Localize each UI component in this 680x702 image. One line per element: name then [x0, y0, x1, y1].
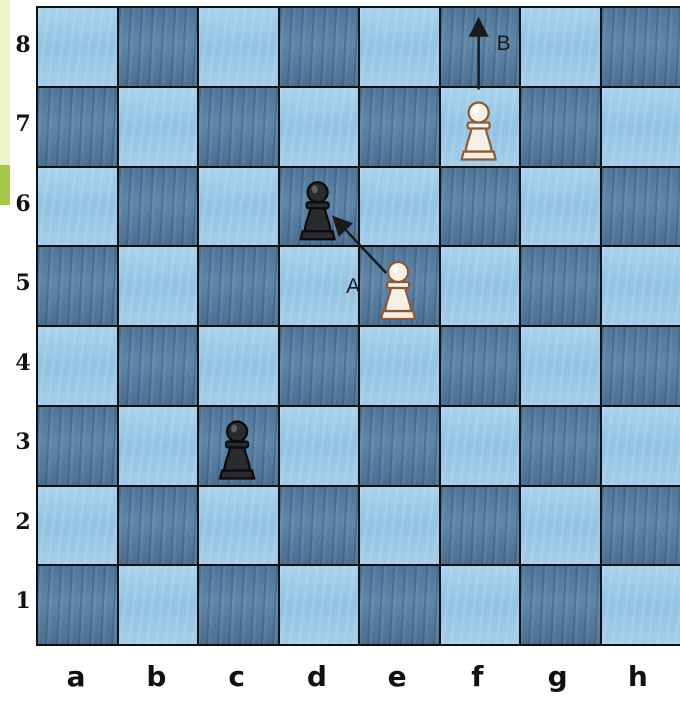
square-c8[interactable] — [199, 8, 278, 86]
square-b4[interactable] — [119, 327, 198, 405]
square-c3[interactable] — [199, 407, 278, 485]
square-c7[interactable] — [199, 88, 278, 166]
margin-accent-green — [0, 165, 10, 205]
square-h2[interactable] — [602, 487, 680, 565]
rank-label-6: 6 — [12, 191, 34, 217]
square-b8[interactable] — [119, 8, 198, 86]
square-d1[interactable] — [280, 566, 359, 644]
square-e5[interactable] — [360, 247, 439, 325]
square-h7[interactable] — [602, 88, 680, 166]
square-c4[interactable] — [199, 327, 278, 405]
square-b2[interactable] — [119, 487, 198, 565]
square-e4[interactable] — [360, 327, 439, 405]
file-label-g: g — [538, 660, 578, 693]
square-b3[interactable] — [119, 407, 198, 485]
square-a2[interactable] — [38, 487, 117, 565]
rank-label-7: 7 — [12, 111, 34, 137]
square-g3[interactable] — [521, 407, 600, 485]
square-e6[interactable] — [360, 168, 439, 246]
square-a8[interactable] — [38, 8, 117, 86]
square-g8[interactable] — [521, 8, 600, 86]
square-a7[interactable] — [38, 88, 117, 166]
square-c5[interactable] — [199, 247, 278, 325]
square-f8[interactable] — [441, 8, 520, 86]
rank-label-1: 1 — [12, 588, 34, 614]
square-f5[interactable] — [441, 247, 520, 325]
square-e8[interactable] — [360, 8, 439, 86]
square-f4[interactable] — [441, 327, 520, 405]
square-d7[interactable] — [280, 88, 359, 166]
square-b7[interactable] — [119, 88, 198, 166]
file-label-f: f — [457, 660, 497, 693]
square-b5[interactable] — [119, 247, 198, 325]
square-e3[interactable] — [360, 407, 439, 485]
square-g6[interactable] — [521, 168, 600, 246]
square-h4[interactable] — [602, 327, 680, 405]
file-label-c: c — [217, 660, 257, 693]
square-f6[interactable] — [441, 168, 520, 246]
margin-accent-light — [0, 0, 10, 165]
square-a5[interactable] — [38, 247, 117, 325]
square-e2[interactable] — [360, 487, 439, 565]
square-a4[interactable] — [38, 327, 117, 405]
square-a6[interactable] — [38, 168, 117, 246]
square-c2[interactable] — [199, 487, 278, 565]
square-g4[interactable] — [521, 327, 600, 405]
square-e7[interactable] — [360, 88, 439, 166]
file-label-a: a — [56, 660, 96, 693]
square-a3[interactable] — [38, 407, 117, 485]
square-d5[interactable] — [280, 247, 359, 325]
square-d3[interactable] — [280, 407, 359, 485]
square-h8[interactable] — [602, 8, 680, 86]
rank-label-5: 5 — [12, 270, 34, 296]
square-h1[interactable] — [602, 566, 680, 644]
square-f3[interactable] — [441, 407, 520, 485]
square-c1[interactable] — [199, 566, 278, 644]
square-d4[interactable] — [280, 327, 359, 405]
rank-label-4: 4 — [12, 350, 34, 376]
square-g5[interactable] — [521, 247, 600, 325]
square-h5[interactable] — [602, 247, 680, 325]
square-g7[interactable] — [521, 88, 600, 166]
board-grid — [38, 8, 680, 644]
file-label-e: e — [377, 660, 417, 693]
square-d8[interactable] — [280, 8, 359, 86]
square-g1[interactable] — [521, 566, 600, 644]
square-a1[interactable] — [38, 566, 117, 644]
square-b1[interactable] — [119, 566, 198, 644]
file-label-h: h — [618, 660, 658, 693]
square-h3[interactable] — [602, 407, 680, 485]
rank-label-2: 2 — [12, 509, 34, 535]
rank-label-8: 8 — [12, 32, 34, 58]
file-label-d: d — [297, 660, 337, 693]
square-h6[interactable] — [602, 168, 680, 246]
square-f2[interactable] — [441, 487, 520, 565]
square-c6[interactable] — [199, 168, 278, 246]
square-d2[interactable] — [280, 487, 359, 565]
square-d6[interactable] — [280, 168, 359, 246]
file-label-b: b — [136, 660, 176, 693]
chess-board — [36, 6, 680, 646]
square-g2[interactable] — [521, 487, 600, 565]
square-f1[interactable] — [441, 566, 520, 644]
rank-label-3: 3 — [12, 429, 34, 455]
square-b6[interactable] — [119, 168, 198, 246]
square-e1[interactable] — [360, 566, 439, 644]
square-f7[interactable] — [441, 88, 520, 166]
